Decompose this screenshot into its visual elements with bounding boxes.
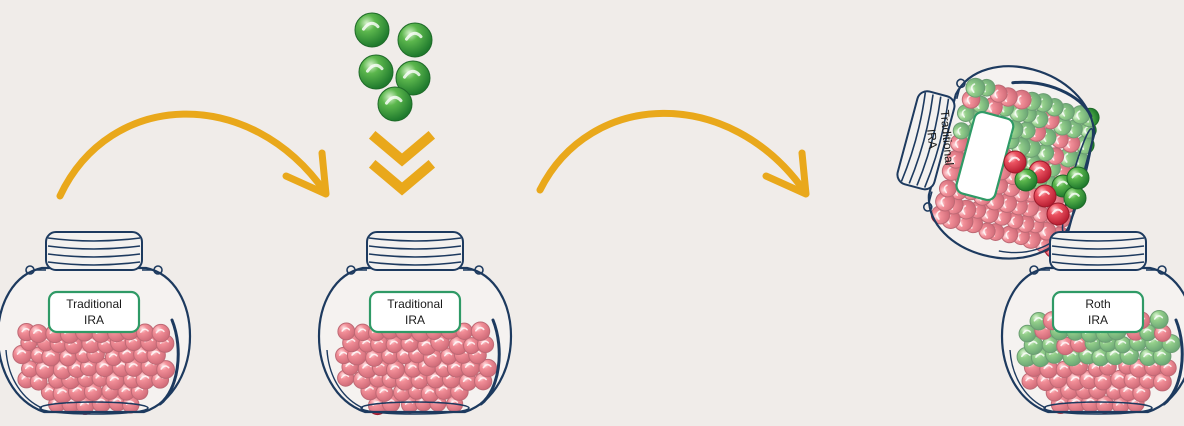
green-marble bbox=[359, 55, 393, 89]
red-marble bbox=[1004, 151, 1026, 173]
green-marble bbox=[378, 87, 412, 121]
green-marbles-icon bbox=[355, 13, 432, 121]
jar-label-line1: Traditional bbox=[66, 297, 122, 311]
jar-label-line2: IRA bbox=[924, 128, 940, 149]
jar-body-outline bbox=[0, 268, 190, 412]
jar-label-line1: Roth bbox=[1085, 297, 1110, 311]
green-marble bbox=[1067, 167, 1089, 189]
double-chevron-down-icon bbox=[376, 138, 428, 189]
jar-traditional-ira-2: Traditional IRA bbox=[319, 232, 511, 415]
green-marble bbox=[1064, 187, 1086, 209]
red-marble bbox=[1034, 185, 1056, 207]
jar-label-line2: IRA bbox=[84, 313, 104, 327]
jar-label-line1: Traditional bbox=[387, 297, 443, 311]
jar-label-line2: IRA bbox=[1088, 313, 1108, 327]
jar-body-outline bbox=[319, 268, 511, 412]
jar-roth-ira: Roth IRA bbox=[1002, 232, 1184, 414]
curved-arrow-2-icon bbox=[540, 113, 806, 194]
jar-traditional-ira-1: Traditional IRA bbox=[0, 232, 190, 414]
red-marble bbox=[1047, 203, 1069, 225]
jar-label-line2: IRA bbox=[405, 313, 425, 327]
jar-body-outline bbox=[1002, 268, 1184, 412]
curved-arrow-1-icon bbox=[60, 114, 326, 196]
green-marble bbox=[398, 23, 432, 57]
green-marble bbox=[355, 13, 389, 47]
